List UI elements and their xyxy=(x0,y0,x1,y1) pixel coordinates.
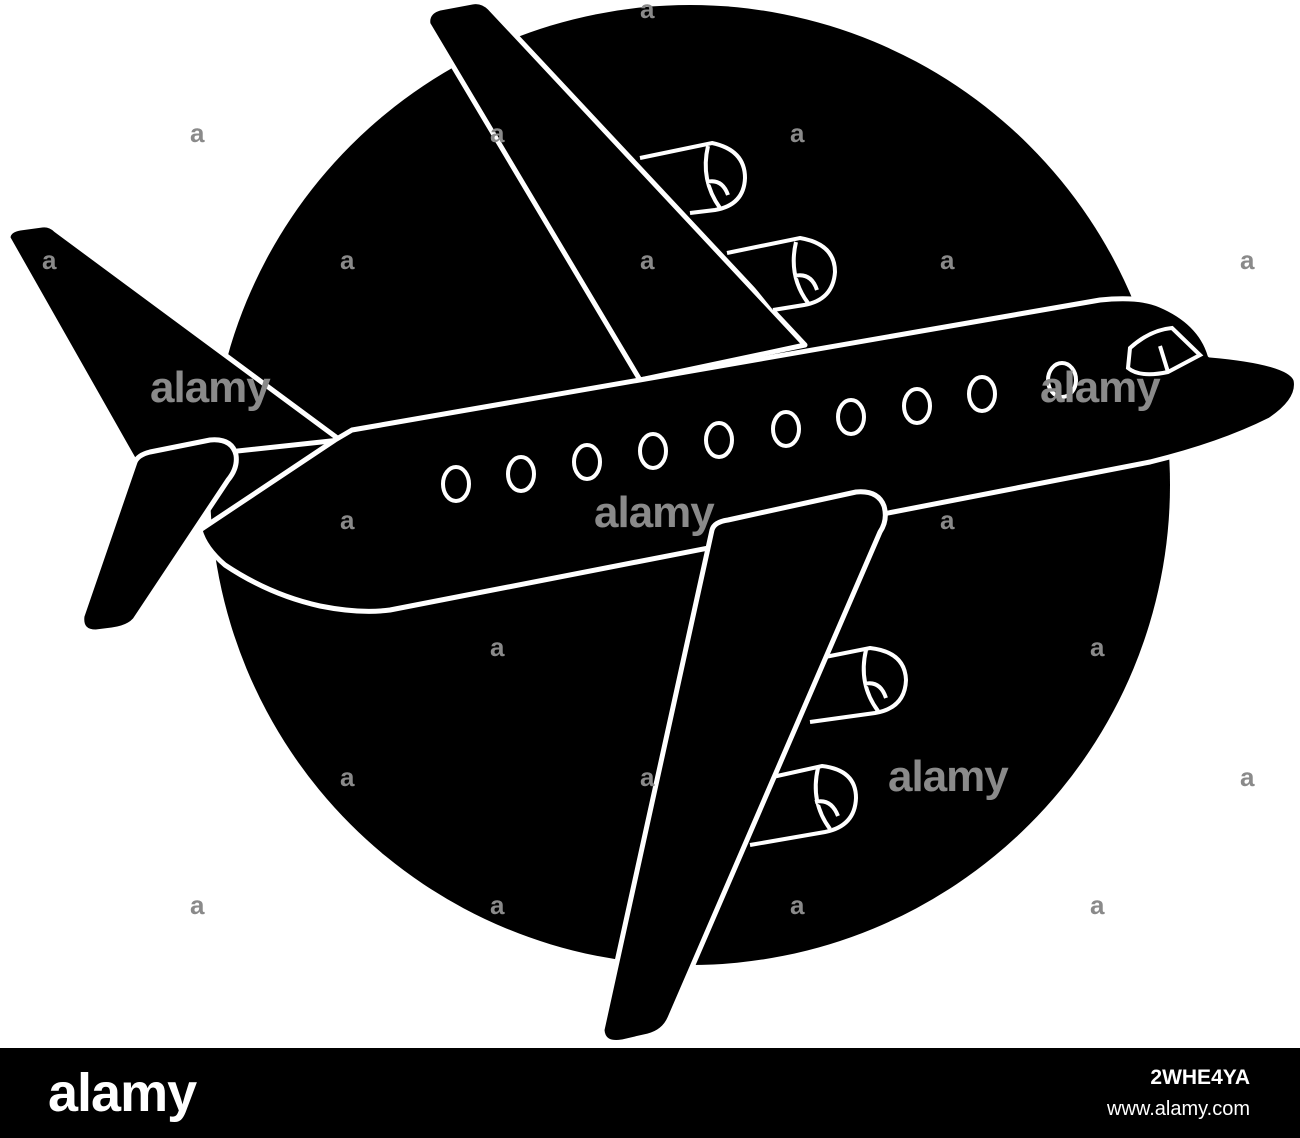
engine-back-inner xyxy=(726,235,838,312)
watermark-word: alamy xyxy=(888,752,1009,801)
passenger-windows xyxy=(441,361,1078,503)
window xyxy=(704,421,734,459)
front-wing xyxy=(599,489,888,1045)
engine-front-outer xyxy=(799,645,909,724)
footer-bar: alamy 2WHE4YA www.alamy.com xyxy=(0,1048,1300,1138)
engine-front-inner xyxy=(749,763,859,847)
watermark-letter: a xyxy=(1240,762,1255,792)
watermark-letter: a xyxy=(490,118,505,148)
watermark-letter: a xyxy=(340,762,355,792)
watermark-letter: a xyxy=(190,118,205,148)
airplane-illustration xyxy=(5,0,1299,1045)
cockpit-divider xyxy=(1158,345,1170,373)
watermark-letter: a xyxy=(1240,245,1255,275)
window xyxy=(441,465,471,503)
window xyxy=(638,432,668,470)
back-wing xyxy=(425,0,808,383)
cockpit-window xyxy=(1125,325,1204,377)
watermark-word: alamy xyxy=(150,363,271,412)
watermark-letter: a xyxy=(1090,890,1105,920)
watermark-letter: a xyxy=(340,245,355,275)
watermark-letter: a xyxy=(42,245,57,275)
watermark-word: alamy xyxy=(1040,363,1161,412)
fuselage xyxy=(197,296,1299,614)
watermark-letter: a xyxy=(340,505,355,535)
watermark-letter: a xyxy=(640,762,655,792)
window xyxy=(902,387,932,425)
watermark-letter: a xyxy=(790,890,805,920)
watermark-letter: a xyxy=(640,245,655,275)
watermark-letter: a xyxy=(940,245,955,275)
window xyxy=(1046,361,1078,399)
tail-stabilizer xyxy=(79,437,239,635)
window xyxy=(771,410,801,448)
window xyxy=(572,443,602,481)
window xyxy=(967,375,997,413)
watermark-word: alamy xyxy=(594,488,715,537)
footer-logo: alamy xyxy=(48,1063,197,1123)
window xyxy=(506,455,536,493)
watermark-letter: a xyxy=(490,632,505,662)
watermark-letter: a xyxy=(940,505,955,535)
window xyxy=(836,398,866,436)
rear-fin xyxy=(28,320,87,400)
tail-fin xyxy=(5,222,343,465)
footer-url: www.alamy.com xyxy=(1107,1098,1250,1120)
engine-back-outer xyxy=(639,140,748,215)
watermark-letter: a xyxy=(640,0,655,24)
watermark-letter: a xyxy=(1090,632,1105,662)
watermark-letter: a xyxy=(790,118,805,148)
image-id: 2WHE4YA xyxy=(1150,1066,1250,1089)
watermark-letter: a xyxy=(490,890,505,920)
watermark-letter: a xyxy=(190,890,205,920)
